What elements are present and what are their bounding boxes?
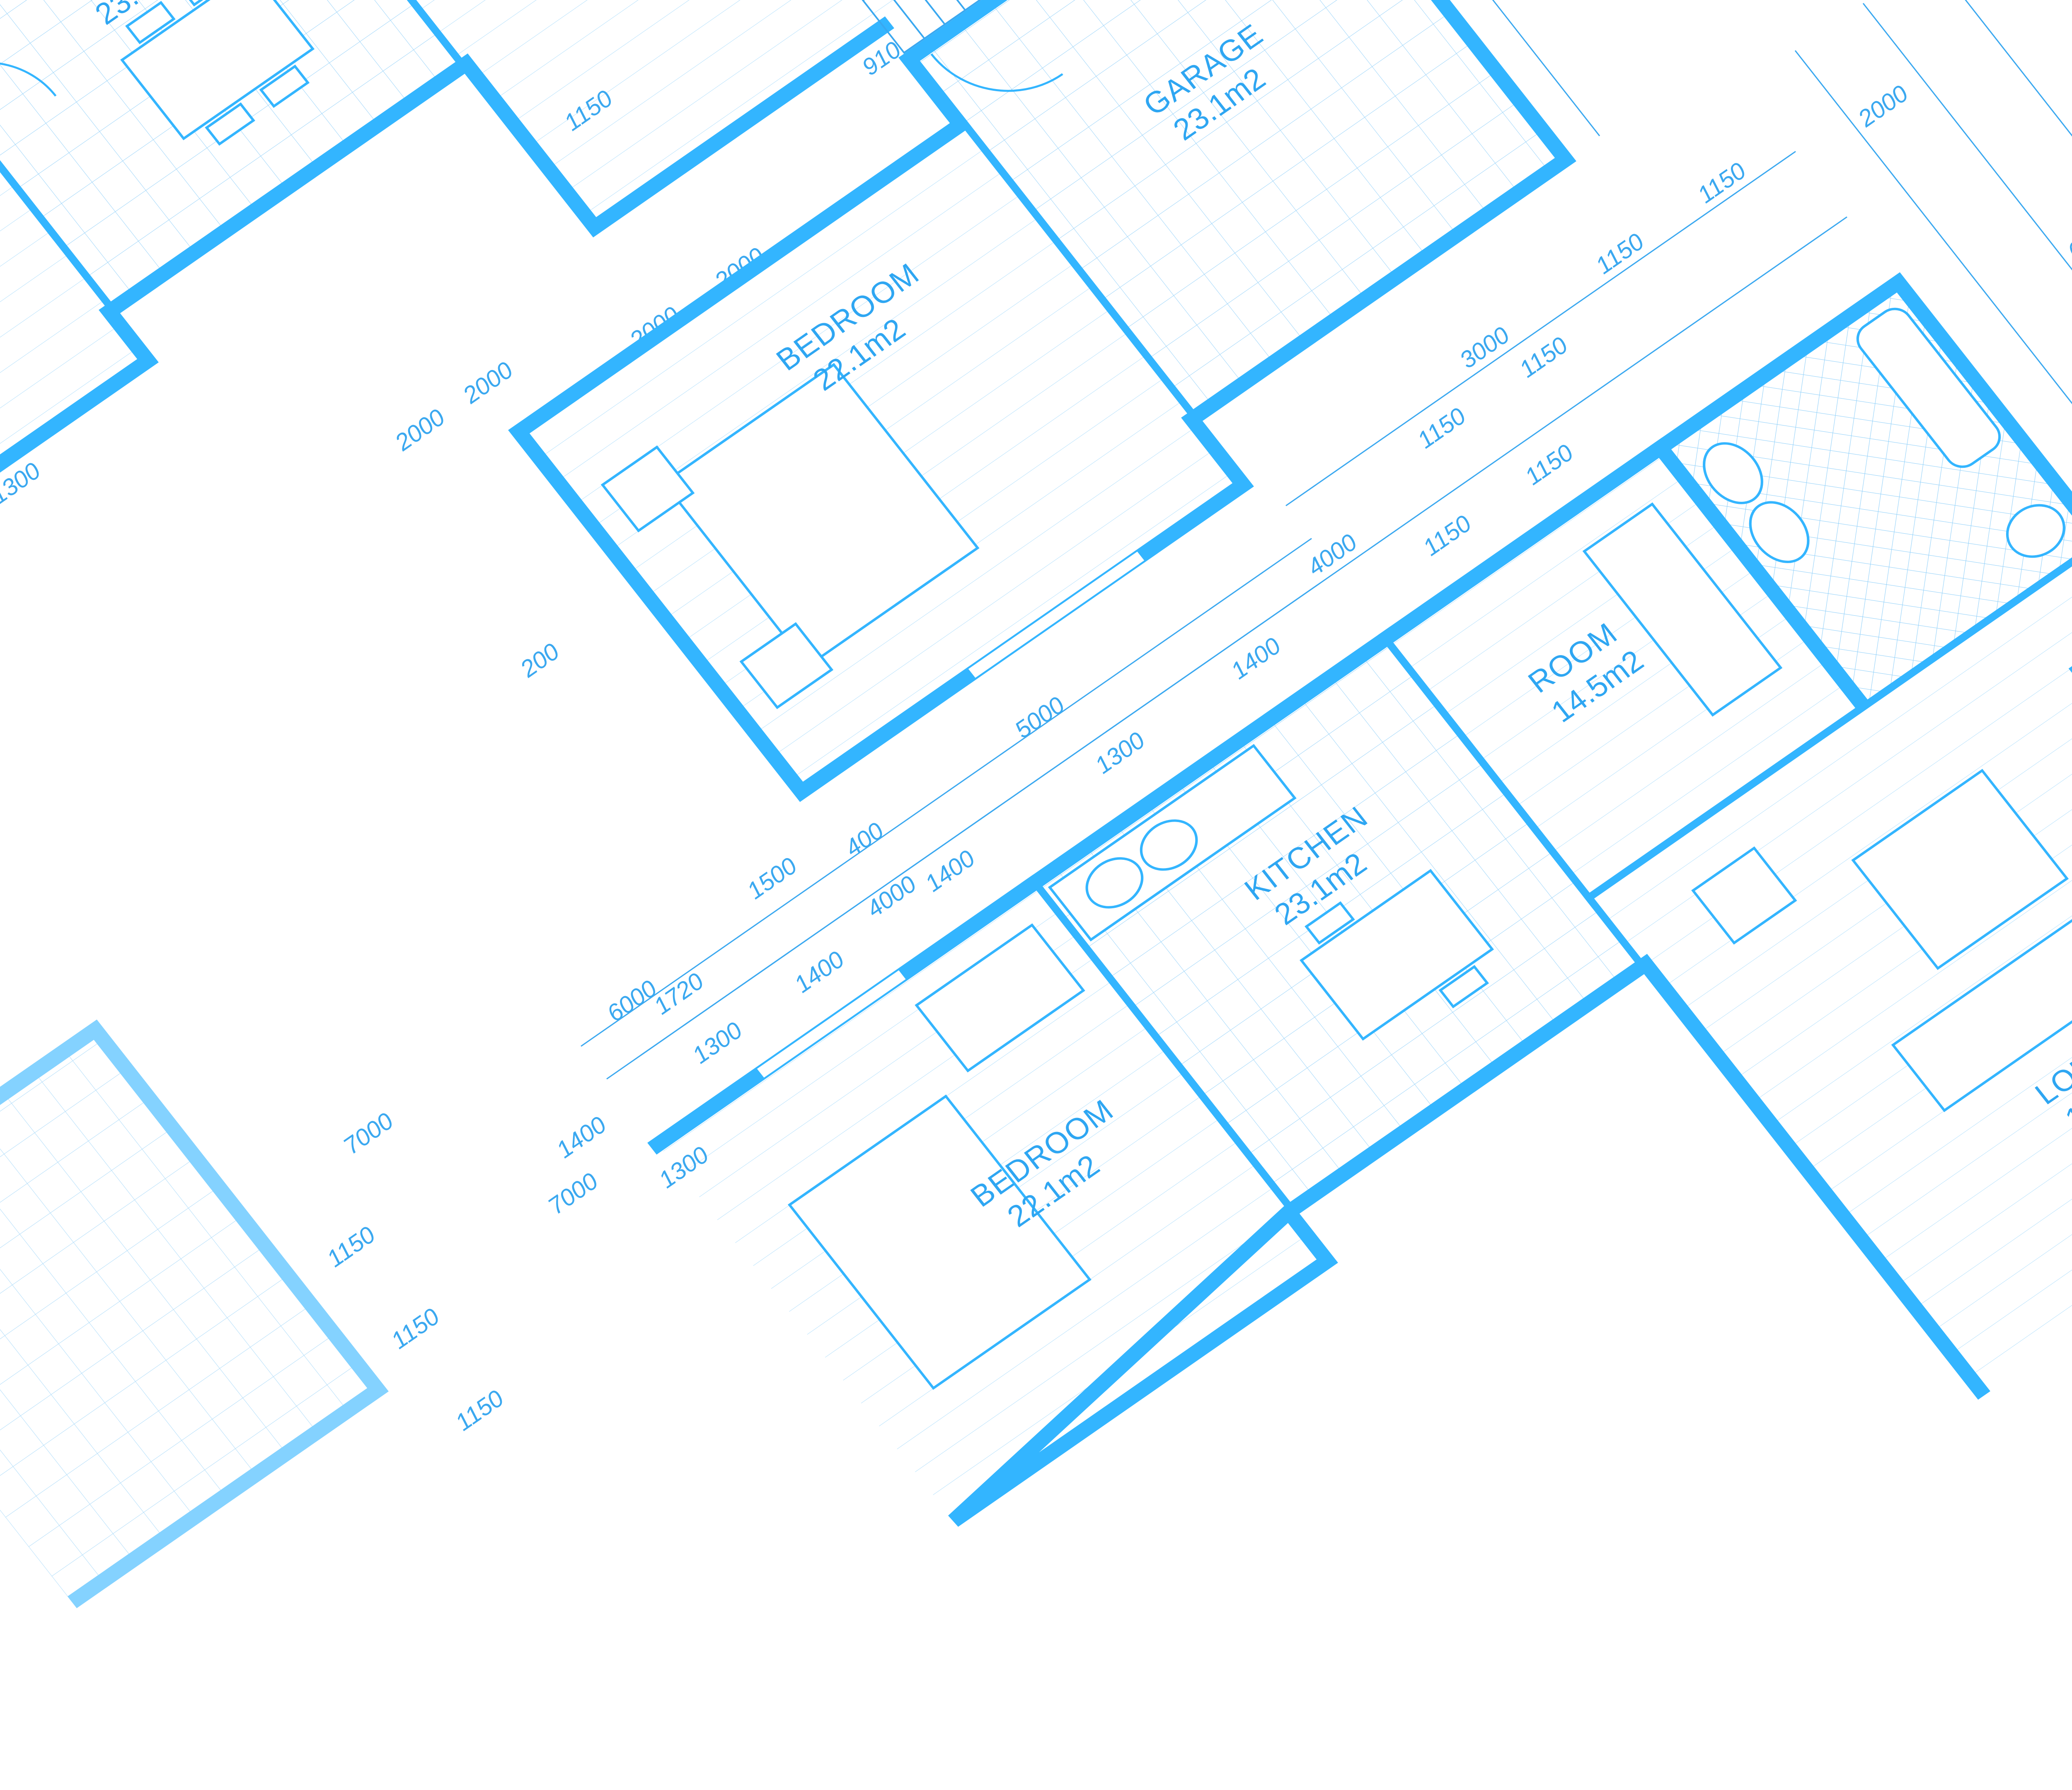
dimension-label: 1500 [742,852,802,904]
sofa-icon [1891,878,2072,1113]
dimension-label: 2000 [1852,80,1913,132]
chair-icon [1305,901,1355,945]
kitchen-table [1300,869,1494,1041]
dimension-label: 1150 [322,1222,381,1272]
bed-icon [787,1094,1092,1390]
chair-icon [205,102,255,146]
coffee-table-icon [1851,769,2069,970]
armchair-icon [1691,846,1797,945]
tiled-floor [0,1029,378,1602]
wardrobe-icon [915,923,1085,1073]
dimension-label: 6000 [602,975,662,1027]
lounge-walls [455,0,1387,237]
left-walls [0,1019,389,1609]
dimension-label: 1300 [1089,727,1150,779]
unit-a: KITCHEN 23.1m2 BEDROOM 22.1m2 400 1400 1… [0,0,477,631]
kitchen-table [120,0,315,140]
dimension-label: 1150 [386,1303,445,1354]
dimension-label: 7000 [543,1168,603,1219]
dimension-label: 1400 [789,946,850,998]
window [755,968,908,1079]
stairs-icon [862,0,1109,54]
lounge-floor [1594,355,2072,1390]
unit-d: KITCHEN 23.1m2 BEDROOM 22.1m2 ROOM 14.5m… [322,0,2072,1527]
nightstand-icon [739,622,834,709]
bathroom-walls [1650,272,2072,720]
bed-icon [662,363,980,668]
chair-icon [259,64,310,108]
basin-icon [1749,501,1810,563]
dimension-label: 1150 [1692,157,1751,208]
unit-left-edge [0,1019,389,1609]
dimension-label: 1150 [450,1385,509,1436]
unit-b: GARAGE 23.1m2 BEDROOM 22.1m2 910 2000 20… [390,0,1600,1219]
dimension-label: 2000 [457,357,518,409]
sink-icon [1085,857,1144,909]
dimension-label: 1150 [1520,439,1579,490]
dimension-label: 1400 [920,845,980,897]
bedroom-walls [0,0,159,631]
dimension-label: 1150 [1514,332,1573,382]
dimension-line [581,0,2072,1080]
window [966,550,1146,680]
dimension-label: 1400 [551,1111,612,1163]
dimension-label: 3000 [1454,322,1515,374]
sink-icon [1140,819,1198,871]
dimension-label: 6000 [2062,213,2072,265]
bathroom-floor [1660,282,2072,710]
dimension-label: 400 [840,818,889,861]
chair-icon [125,1,176,44]
toilet-icon [2006,504,2065,558]
bathtub-icon [1856,307,2001,468]
dimension-label: 1400 [1225,633,1286,685]
dimension-label: 1300 [687,1017,748,1069]
basin-icon [1703,442,1763,504]
desk-icon [1582,502,1783,717]
dimension-label: 4000 [1302,529,1362,581]
dimension-label: 5000 [1009,692,1070,743]
dimension-label: 200 [515,638,564,682]
door-swing-icon [0,61,57,97]
nightstand-icon [600,445,695,532]
dimension-label: 2000 [390,404,450,456]
door-swing-icon [930,53,1063,92]
dimension-label: 1150 [1418,510,1477,561]
dimension-label: 7000 [338,1108,399,1159]
chair-icon [1438,965,1489,1009]
lounge-walls [1635,345,2072,1400]
dimension-label: 1150 [1412,403,1471,453]
dimension-label: 1150 [1590,228,1649,279]
